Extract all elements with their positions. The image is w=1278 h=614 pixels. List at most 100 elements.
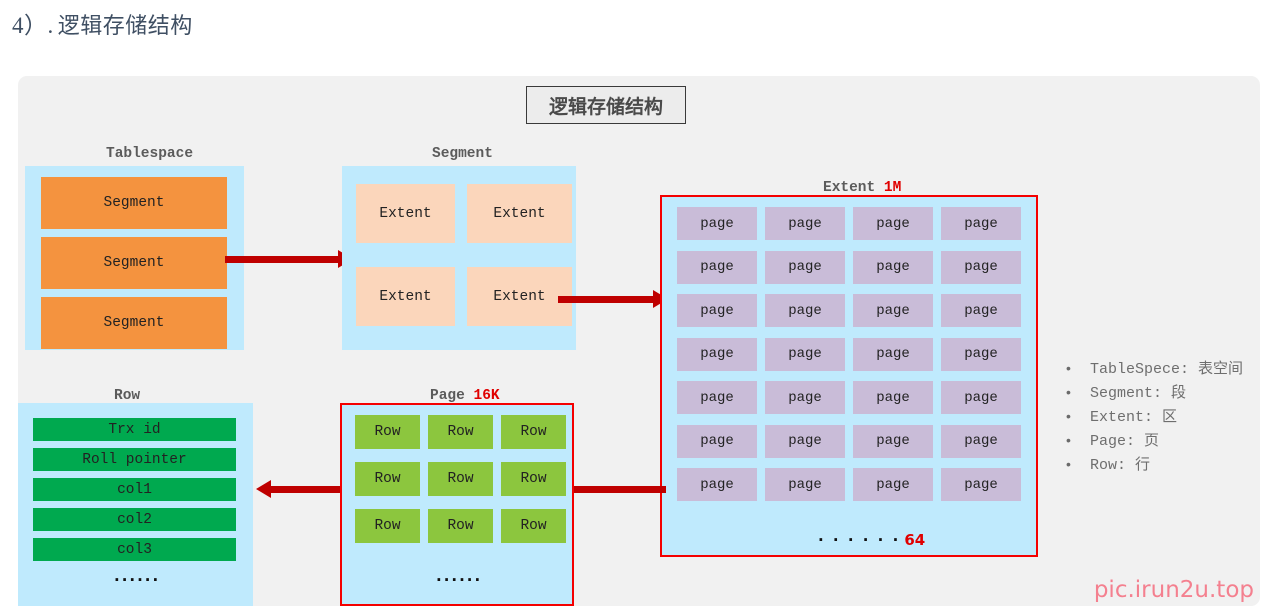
page-row-label: Row: [520, 471, 547, 487]
page-row-cell[interactable]: Row: [355, 462, 420, 496]
segment-extent-label: Extent: [379, 205, 432, 222]
extent-page-cell[interactable]: page: [677, 207, 757, 240]
page-row-cell[interactable]: Row: [428, 509, 493, 543]
row-field-label: col2: [117, 511, 152, 528]
page-caption: Page 16K: [430, 388, 500, 404]
extent-page-cell[interactable]: page: [765, 250, 845, 284]
row-field-label: Trx id: [108, 421, 161, 438]
extent-page-cell[interactable]: page: [765, 337, 845, 371]
extent-page-label: page: [964, 302, 998, 319]
tablespace-segment-cell[interactable]: Segment: [41, 237, 227, 289]
extent-page-cell[interactable]: page: [853, 337, 933, 371]
extent-page-cell[interactable]: page: [765, 424, 845, 458]
extent-page-cell[interactable]: page: [853, 294, 933, 327]
segment-extent-cell[interactable]: Extent: [356, 267, 455, 326]
segment-extent-cell[interactable]: Extent: [467, 184, 572, 243]
extent-caption: Extent 1M: [823, 180, 901, 196]
extent-page-cell[interactable]: page: [941, 294, 1021, 327]
extent-page-cell[interactable]: page: [677, 468, 757, 501]
segment-extent-label: Extent: [379, 288, 432, 305]
extent-page-label: page: [788, 476, 822, 493]
legend-item: • Row: 行: [1066, 453, 1278, 474]
legend-item: •TableSpece: 表空间: [1066, 357, 1278, 378]
segment-extent-label: Extent: [493, 288, 546, 305]
tablespace-segment-cell[interactable]: Segment: [41, 297, 227, 349]
diagram-panel: 逻辑存储结构 Tablespace Segment Segment Segmen…: [18, 76, 1260, 606]
page-row-cell[interactable]: Row: [428, 462, 493, 496]
extent-page-cell[interactable]: page: [677, 381, 757, 414]
legend-item-term: Extent:: [1090, 409, 1163, 426]
page-row-cell[interactable]: Row: [355, 415, 420, 449]
watermark-label: pic.irun2u.top: [1093, 577, 1254, 603]
legend-item-label: Extent: 区: [1090, 405, 1177, 426]
extent-page-label: page: [788, 259, 822, 275]
row-field-cell[interactable]: col3: [33, 538, 236, 561]
legend-item: •Page: 页: [1066, 429, 1278, 450]
page-row-cell[interactable]: Row: [428, 415, 493, 449]
page-title: 4）.逻辑存储结构: [12, 6, 193, 40]
row-field-cell[interactable]: Trx id: [33, 418, 236, 441]
row-field-label: Roll pointer: [82, 451, 187, 468]
row-field-cell[interactable]: col1: [33, 478, 236, 501]
legend-item-translation: 段: [1171, 383, 1187, 401]
row-field-label: col3: [117, 541, 152, 558]
extent-page-cell[interactable]: page: [941, 468, 1021, 501]
tablespace-segment-label: Segment: [103, 255, 165, 271]
extent-page-cell[interactable]: page: [853, 424, 933, 458]
extent-page-cell[interactable]: page: [853, 468, 933, 501]
page-row-label: Row: [447, 424, 474, 440]
watermark: pic.irun2u.top: [1094, 577, 1254, 603]
extent-page-label: page: [876, 259, 910, 275]
legend-item-term: Page:: [1090, 433, 1145, 450]
extent-page-label: page: [788, 389, 822, 406]
legend: •TableSpece: 表空间•Segment: 段•Extent: 区•Pa…: [1066, 357, 1278, 477]
tablespace-caption: Tablespace: [106, 146, 193, 162]
extent-page-label: page: [788, 346, 822, 362]
extent-page-cell[interactable]: page: [677, 424, 757, 458]
extent-page-cell[interactable]: page: [677, 337, 757, 371]
segment-extent-cell[interactable]: Extent: [356, 184, 455, 243]
segment-extent-label: Extent: [493, 205, 546, 222]
extent-page-cell[interactable]: page: [941, 337, 1021, 371]
page-row-label: Row: [374, 518, 401, 534]
extent-page-cell[interactable]: page: [765, 207, 845, 240]
extent-page-cell[interactable]: page: [677, 294, 757, 327]
page-row-label: Row: [447, 518, 474, 534]
tablespace-segment-cell[interactable]: Segment: [41, 177, 227, 229]
extent-page-label: page: [788, 302, 822, 319]
extent-page-cell[interactable]: page: [941, 381, 1021, 414]
diagram-title-label: 逻辑存储结构: [548, 95, 663, 118]
extent-page-count: 64: [904, 531, 926, 549]
extent-page-label: page: [700, 346, 734, 362]
extent-page-cell[interactable]: page: [941, 207, 1021, 240]
extent-page-cell[interactable]: page: [941, 250, 1021, 284]
extent-page-cell[interactable]: page: [765, 381, 845, 414]
extent-size-badge: 1M: [883, 180, 902, 196]
extent-page-cell[interactable]: page: [677, 250, 757, 284]
extent-page-label: page: [964, 346, 998, 362]
page-row-cell[interactable]: Row: [501, 509, 566, 543]
legend-bullet-icon: •: [1066, 456, 1071, 472]
page-row-cell[interactable]: Row: [501, 415, 566, 449]
extent-page-cell[interactable]: page: [941, 424, 1021, 458]
legend-bullet-icon: •: [1066, 360, 1071, 376]
page-row-cell[interactable]: Row: [501, 462, 566, 496]
extent-page-cell[interactable]: page: [765, 468, 845, 501]
page-row-label: Row: [520, 518, 547, 534]
row-field-cell[interactable]: col2: [33, 508, 236, 531]
legend-item-label: Row: 行: [1090, 453, 1150, 474]
extent-page-label: page: [876, 302, 910, 319]
extent-page-cell[interactable]: page: [853, 207, 933, 240]
page-title-number: 4）.: [12, 13, 54, 38]
extent-page-cell[interactable]: page: [853, 250, 933, 284]
row-field-cell[interactable]: Roll pointer: [33, 448, 236, 471]
extent-page-cell[interactable]: page: [853, 381, 933, 414]
extent-page-label: page: [964, 476, 998, 493]
page-row-cell[interactable]: Row: [355, 509, 420, 543]
tablespace-caption-label: Tablespace: [106, 146, 194, 162]
segment-extent-cell[interactable]: Extent: [467, 267, 572, 326]
legend-item-label: Page: 页: [1090, 429, 1159, 450]
extent-page-cell[interactable]: page: [765, 294, 845, 327]
page-caption-label: Page: [430, 388, 465, 404]
page-row-label: Row: [447, 471, 474, 487]
